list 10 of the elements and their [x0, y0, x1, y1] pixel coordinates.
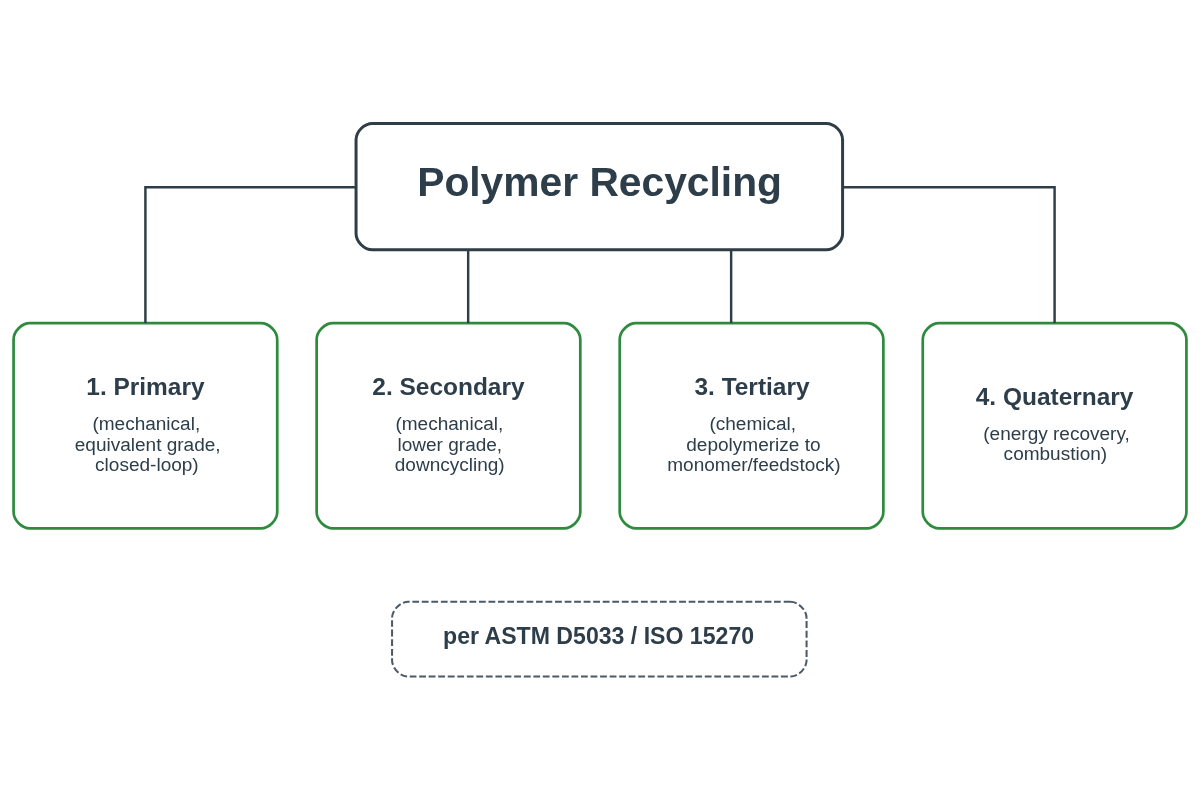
- connector: [842, 186, 1056, 323]
- node-box: 4. Quaternary (energy recovery, combustion): [921, 321, 1188, 530]
- node-box: per ASTM D5033 / ISO 15270: [391, 600, 808, 678]
- connector: [466, 250, 470, 324]
- node-box: Polymer Recycling: [354, 121, 845, 252]
- node-box: 1. Primary (mechanical, equivalent grade, closed-loop): [12, 321, 279, 530]
- connector: [729, 250, 733, 324]
- node-box: 2. Secondary (mechanical, lower grade, downcycling): [315, 321, 582, 530]
- node-box: 3. Tertiary (chemical, depolymerize to monomer/feedstock): [618, 321, 885, 530]
- connector: [144, 186, 356, 323]
